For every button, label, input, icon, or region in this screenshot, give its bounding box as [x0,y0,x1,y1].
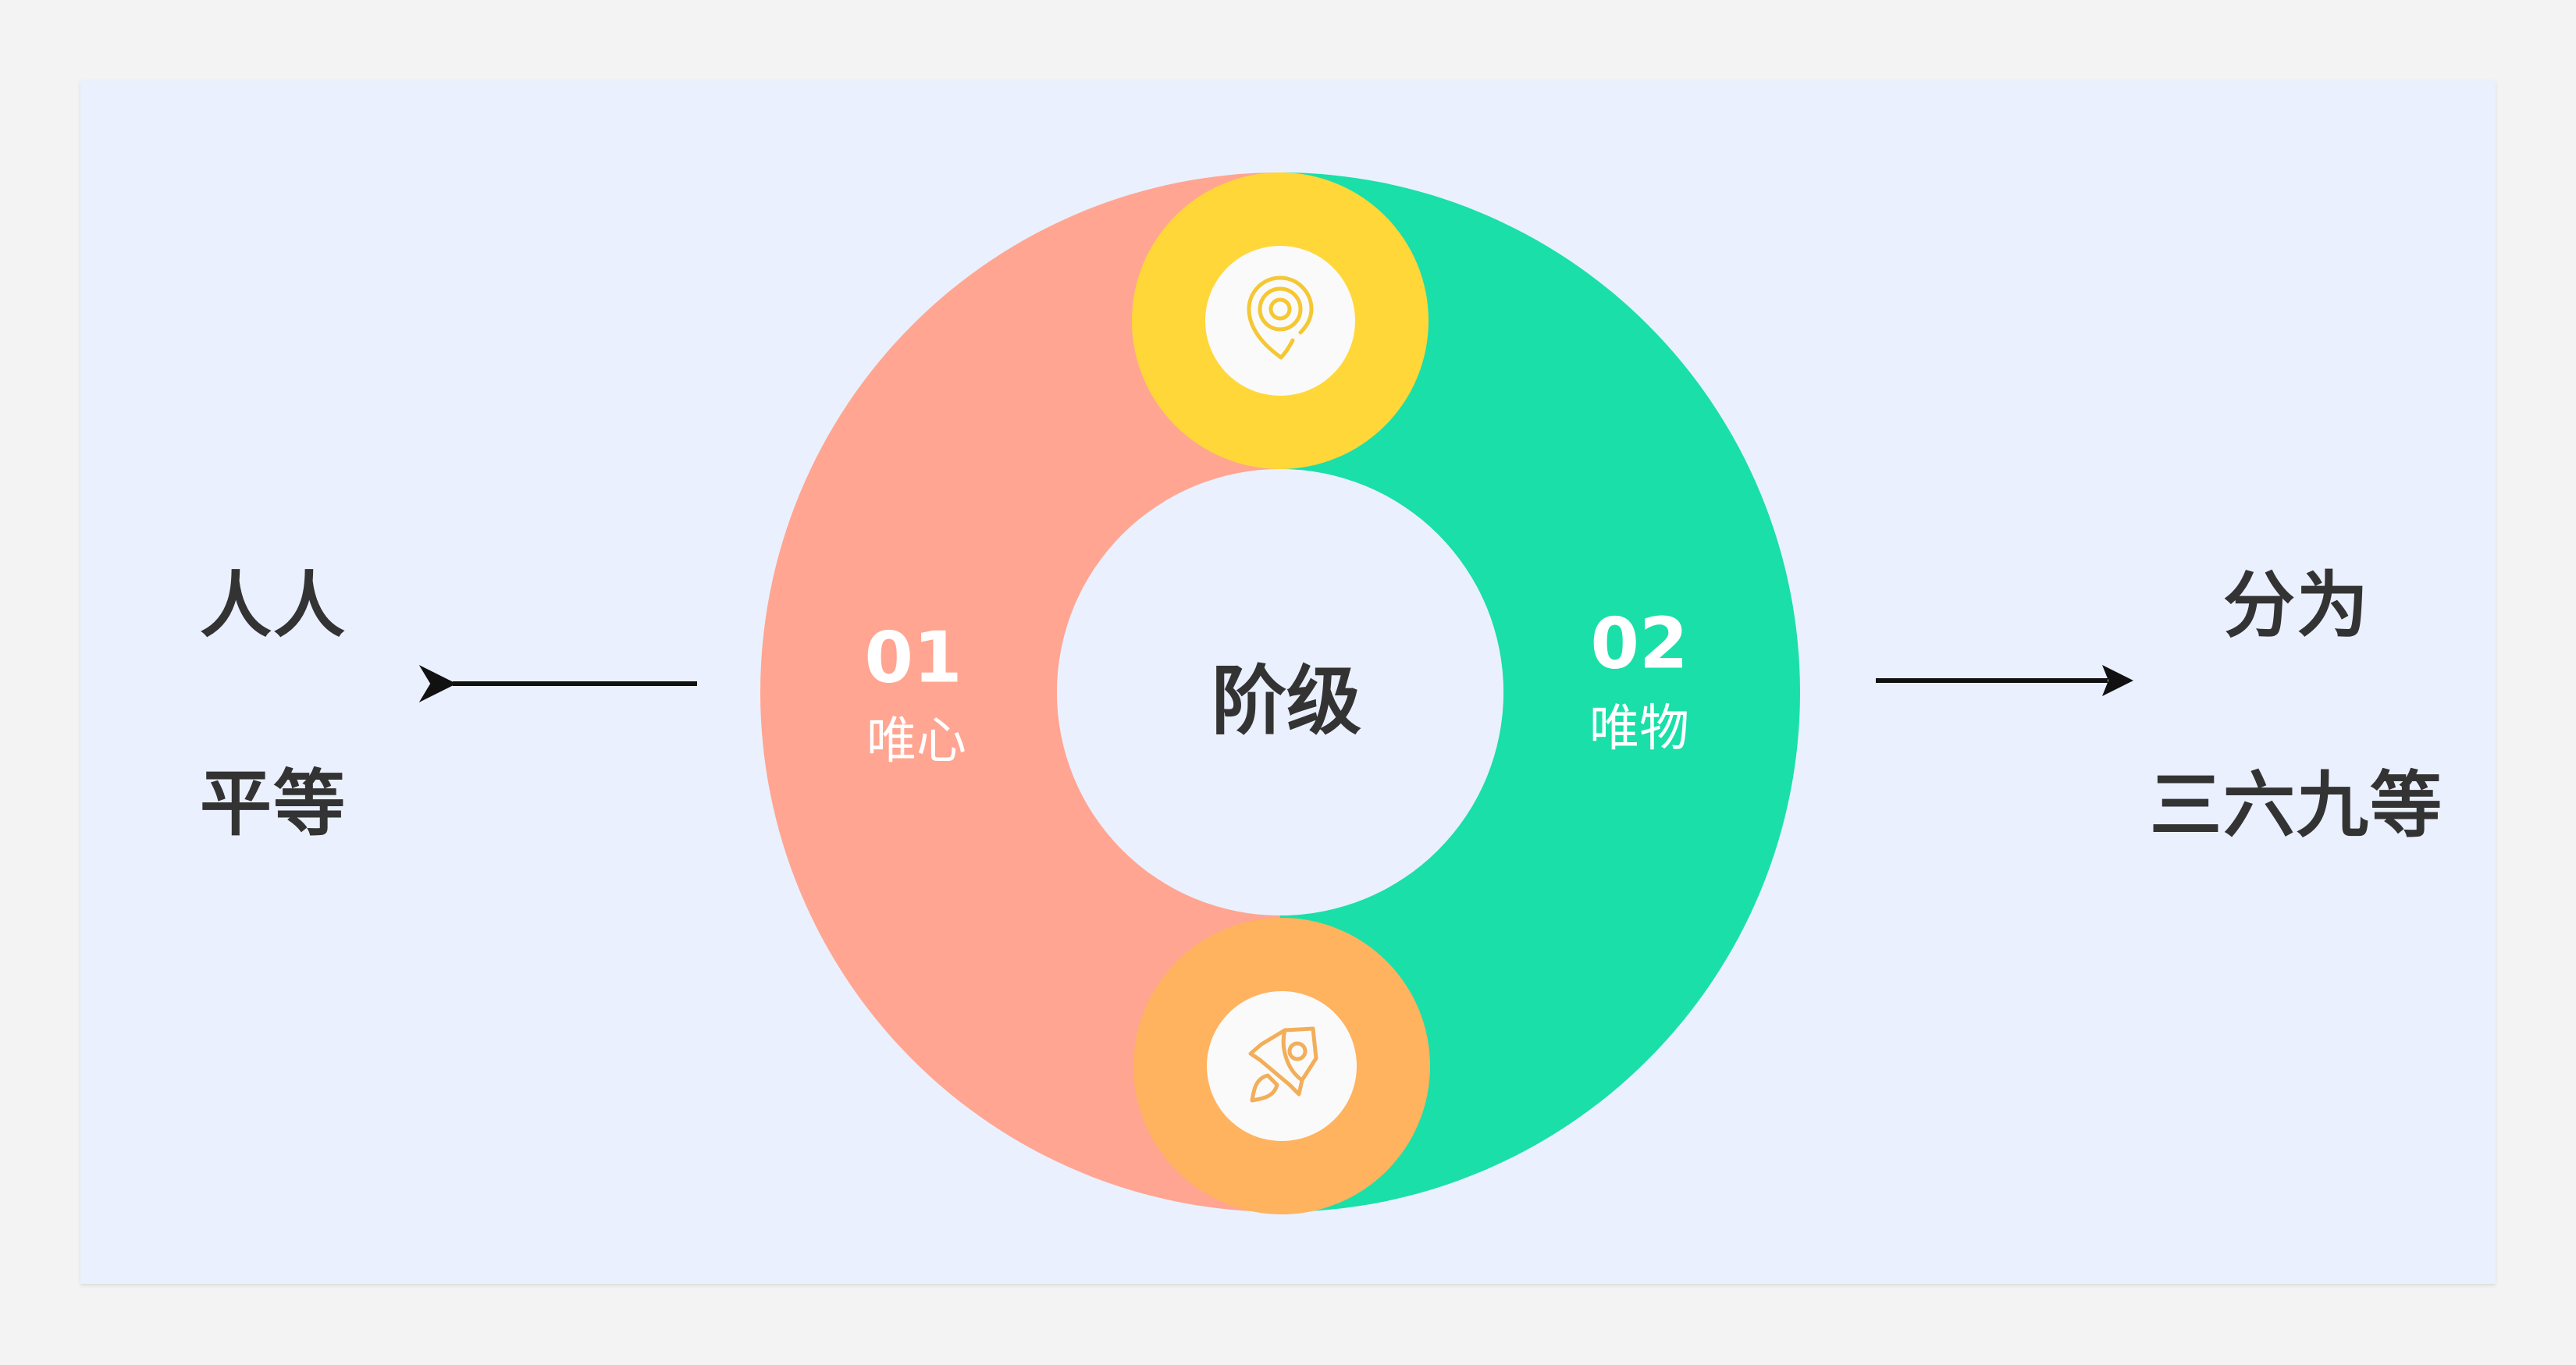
left-side-line-1: 人人 [199,563,347,648]
left-half-ring [760,172,1280,1212]
right-half-ring [1280,172,1800,1212]
rocket-icon [1248,1026,1318,1103]
right-segment-number: 02 [1590,603,1688,685]
right-arrow-head [2102,665,2133,696]
bottom-node-icon-bg [1207,991,1357,1141]
center-label: 阶级 [1212,657,1361,745]
right-side-line-1: 分为 [2222,563,2371,648]
left-side-line-2: 平等 [199,762,347,846]
left-segment-label: 唯心 [866,713,966,770]
right-segment-label: 唯物 [1589,700,1689,758]
right-side-line-2: 三六九等 [2149,763,2444,848]
location-pin-icon [1247,275,1314,360]
top-node-icon-bg [1205,246,1355,396]
inner-circle [1057,469,1503,915]
left-segment-number: 01 [864,617,962,699]
